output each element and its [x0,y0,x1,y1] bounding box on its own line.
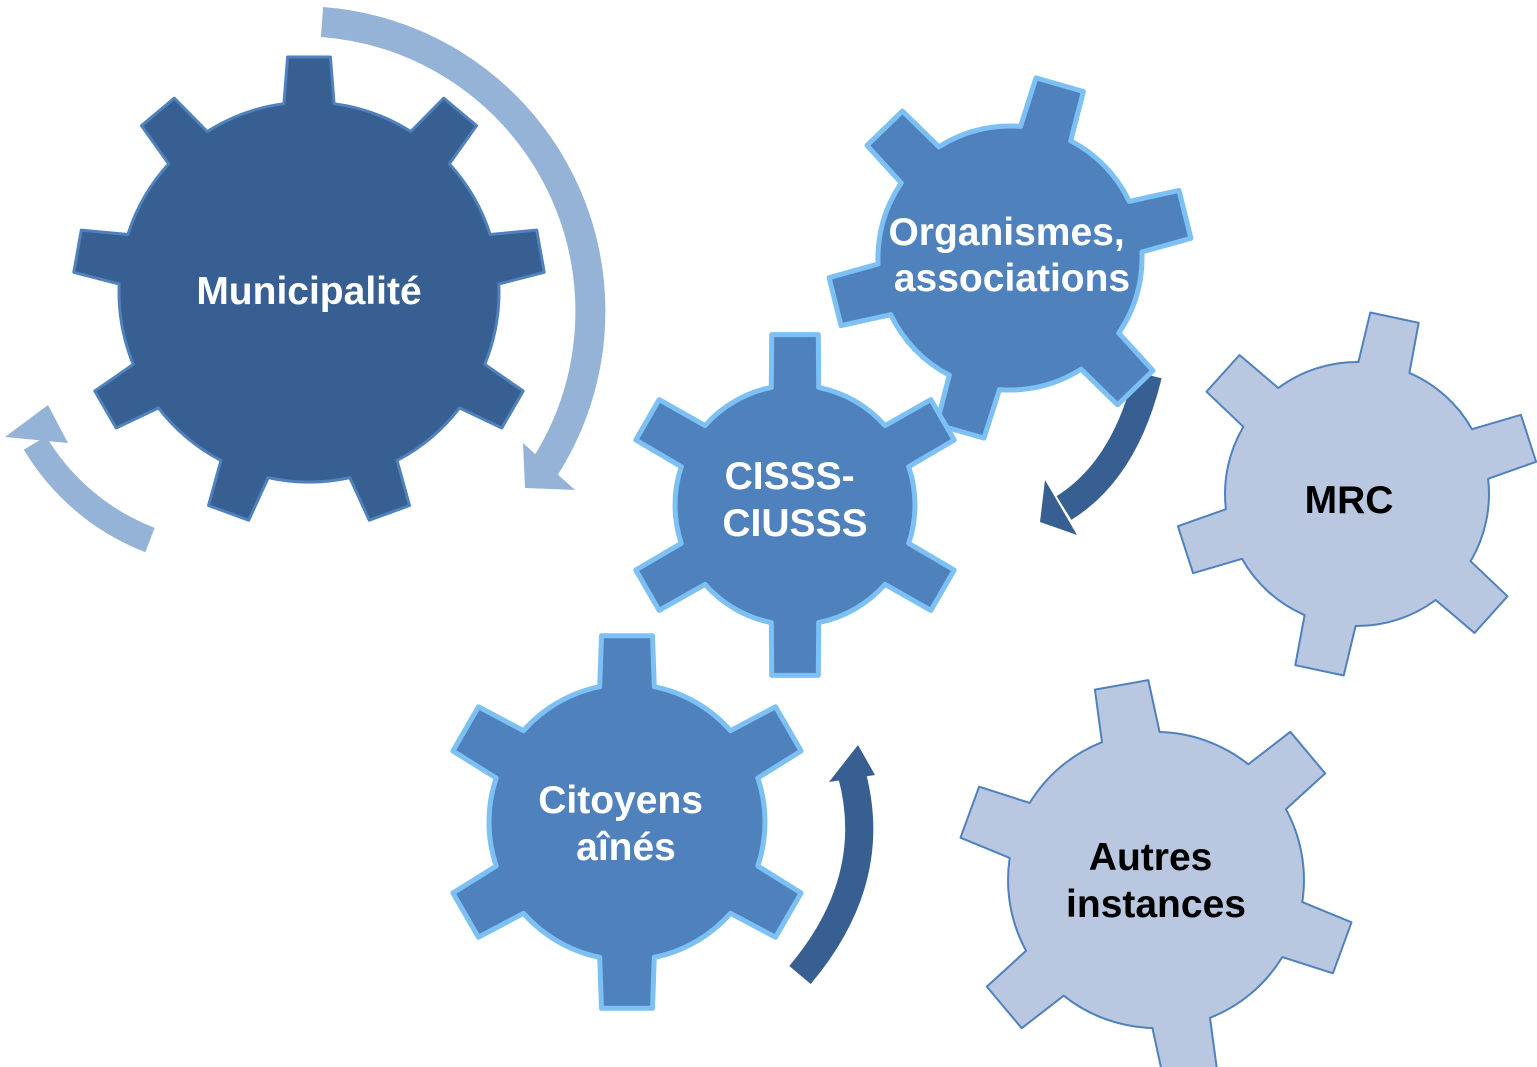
arrow-organismes-to-cisss [1056,371,1162,520]
gear-municipalite-label: Municipalité [196,270,421,313]
gear-organismes-shape [826,75,1194,441]
gear-mrc-label: MRC [1305,479,1394,522]
gear-mrc-shape [1176,311,1537,677]
gear-organismes-line-2: associations [894,257,1130,300]
gear-organismes-label: Organismes, associations [888,211,1135,300]
arrow-citoyens-to-cisss [789,771,874,985]
gear-citoyens-line-2: aînés [576,826,676,869]
gear-mrc: MRC [1176,311,1537,677]
gear-citoyens-line-1: Citoyens [538,779,703,822]
gear-organismes-line-1: Organismes, [888,211,1124,254]
gear-cisss-line-2: CIUSSS [722,502,867,545]
gear-citoyens-label: Citoyens aînés [538,779,714,869]
gear-autres-label: Autres instances [1066,836,1246,926]
cycle-arrow-large [320,7,606,476]
gear-citoyens: Citoyens aînés [450,633,804,1011]
gear-municipalite-shape [72,55,546,522]
cycle-arrow-small-head [5,405,68,443]
gear-autres-line-1: Autres [1089,836,1213,879]
gear-cisss-shape [633,332,957,678]
gear-organismes: Organismes, associations [826,75,1194,441]
gear-cisss: CISSS- CIUSSS [633,332,957,678]
arrow-citoyens-to-cisss-head [829,745,875,782]
gear-autres-line-2: instances [1066,883,1246,926]
gear-citoyens-shape [450,633,804,1011]
gear-autres: Autres instances [959,679,1353,1067]
gear-mrc-line-1: MRC [1305,479,1394,522]
gear-cisss-line-1: CISSS- [725,455,855,498]
arrows-layer [5,7,1162,985]
cycle-arrow-large-head [523,443,575,490]
cycle-arrow-small [23,436,155,553]
gear-cisss-label: CISSS- CIUSSS [722,455,867,545]
gear-municipalite-line-1: Municipalité [196,270,421,313]
gear-autres-shape [959,679,1353,1067]
gear-municipalite: Municipalité [72,55,546,522]
arrow-organismes-to-cisss-head [1040,480,1077,535]
